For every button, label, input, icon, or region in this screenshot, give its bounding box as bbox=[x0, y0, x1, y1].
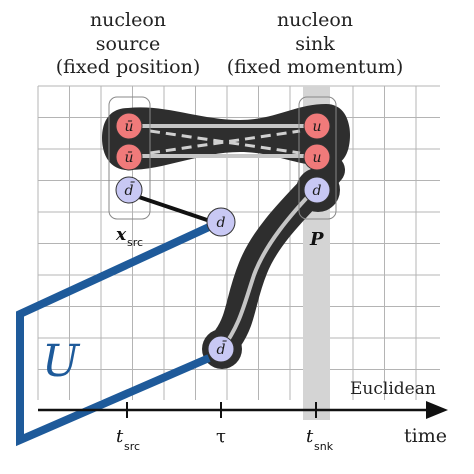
svg-text:source: source bbox=[96, 33, 160, 55]
momentum-label: P bbox=[309, 229, 324, 250]
tick-label-tau: τ bbox=[216, 426, 226, 447]
tick-label-t-src: t bbox=[116, 426, 124, 447]
d-quark-link bbox=[129, 192, 214, 224]
svg-text:d: d bbox=[217, 215, 226, 231]
svg-text:(fixed position): (fixed position) bbox=[56, 56, 200, 78]
wilson-line bbox=[16, 223, 211, 447]
mid-d-quark: d bbox=[206, 207, 236, 237]
svg-text:d: d bbox=[313, 183, 322, 199]
x-src-subscript: src bbox=[127, 236, 143, 249]
svg-text:ū: ū bbox=[124, 150, 133, 166]
tick-label-t-src-subscript: src bbox=[124, 440, 140, 453]
sink-frame bbox=[298, 96, 337, 220]
tick-label-t-snk-subscript: snk bbox=[314, 440, 334, 453]
svg-text:ū: ū bbox=[124, 119, 133, 135]
time-axis-arrow bbox=[426, 401, 448, 419]
source-u-quark-2: ū bbox=[115, 143, 143, 171]
svg-text:u: u bbox=[312, 119, 321, 135]
axis-label-euclidean: Euclidean bbox=[350, 379, 436, 399]
source-label: nucleon source (fixed position) bbox=[56, 9, 200, 78]
quark-propagators bbox=[131, 124, 318, 351]
source-frame bbox=[108, 96, 151, 220]
crossed-propagators bbox=[149, 129, 301, 155]
low-dbar-quark: d̄ bbox=[207, 335, 235, 363]
sink-u-quark-2: u bbox=[303, 143, 331, 171]
svg-text:d̄: d̄ bbox=[125, 181, 136, 199]
source-u-quark-1: ū bbox=[115, 112, 143, 140]
sink-label: nucleon sink (fixed momentum) bbox=[227, 9, 404, 78]
sink-u-quark-1: u bbox=[303, 112, 331, 140]
svg-text:nucleon: nucleon bbox=[277, 9, 353, 31]
wilson-line-label: U bbox=[42, 336, 81, 387]
tick-label-t-snk: t bbox=[306, 426, 314, 447]
svg-text:(fixed momentum): (fixed momentum) bbox=[227, 56, 404, 78]
sink-d-quark: d bbox=[303, 176, 331, 204]
gluon-tube-top bbox=[102, 104, 350, 170]
x-src-label: x bbox=[115, 225, 127, 245]
svg-text:u: u bbox=[312, 150, 321, 166]
svg-text:nucleon: nucleon bbox=[90, 9, 166, 31]
source-d-quark: d̄ bbox=[115, 176, 143, 204]
svg-text:d̄: d̄ bbox=[217, 340, 228, 358]
axis-label-time: time bbox=[404, 425, 447, 447]
svg-text:sink: sink bbox=[295, 33, 335, 55]
